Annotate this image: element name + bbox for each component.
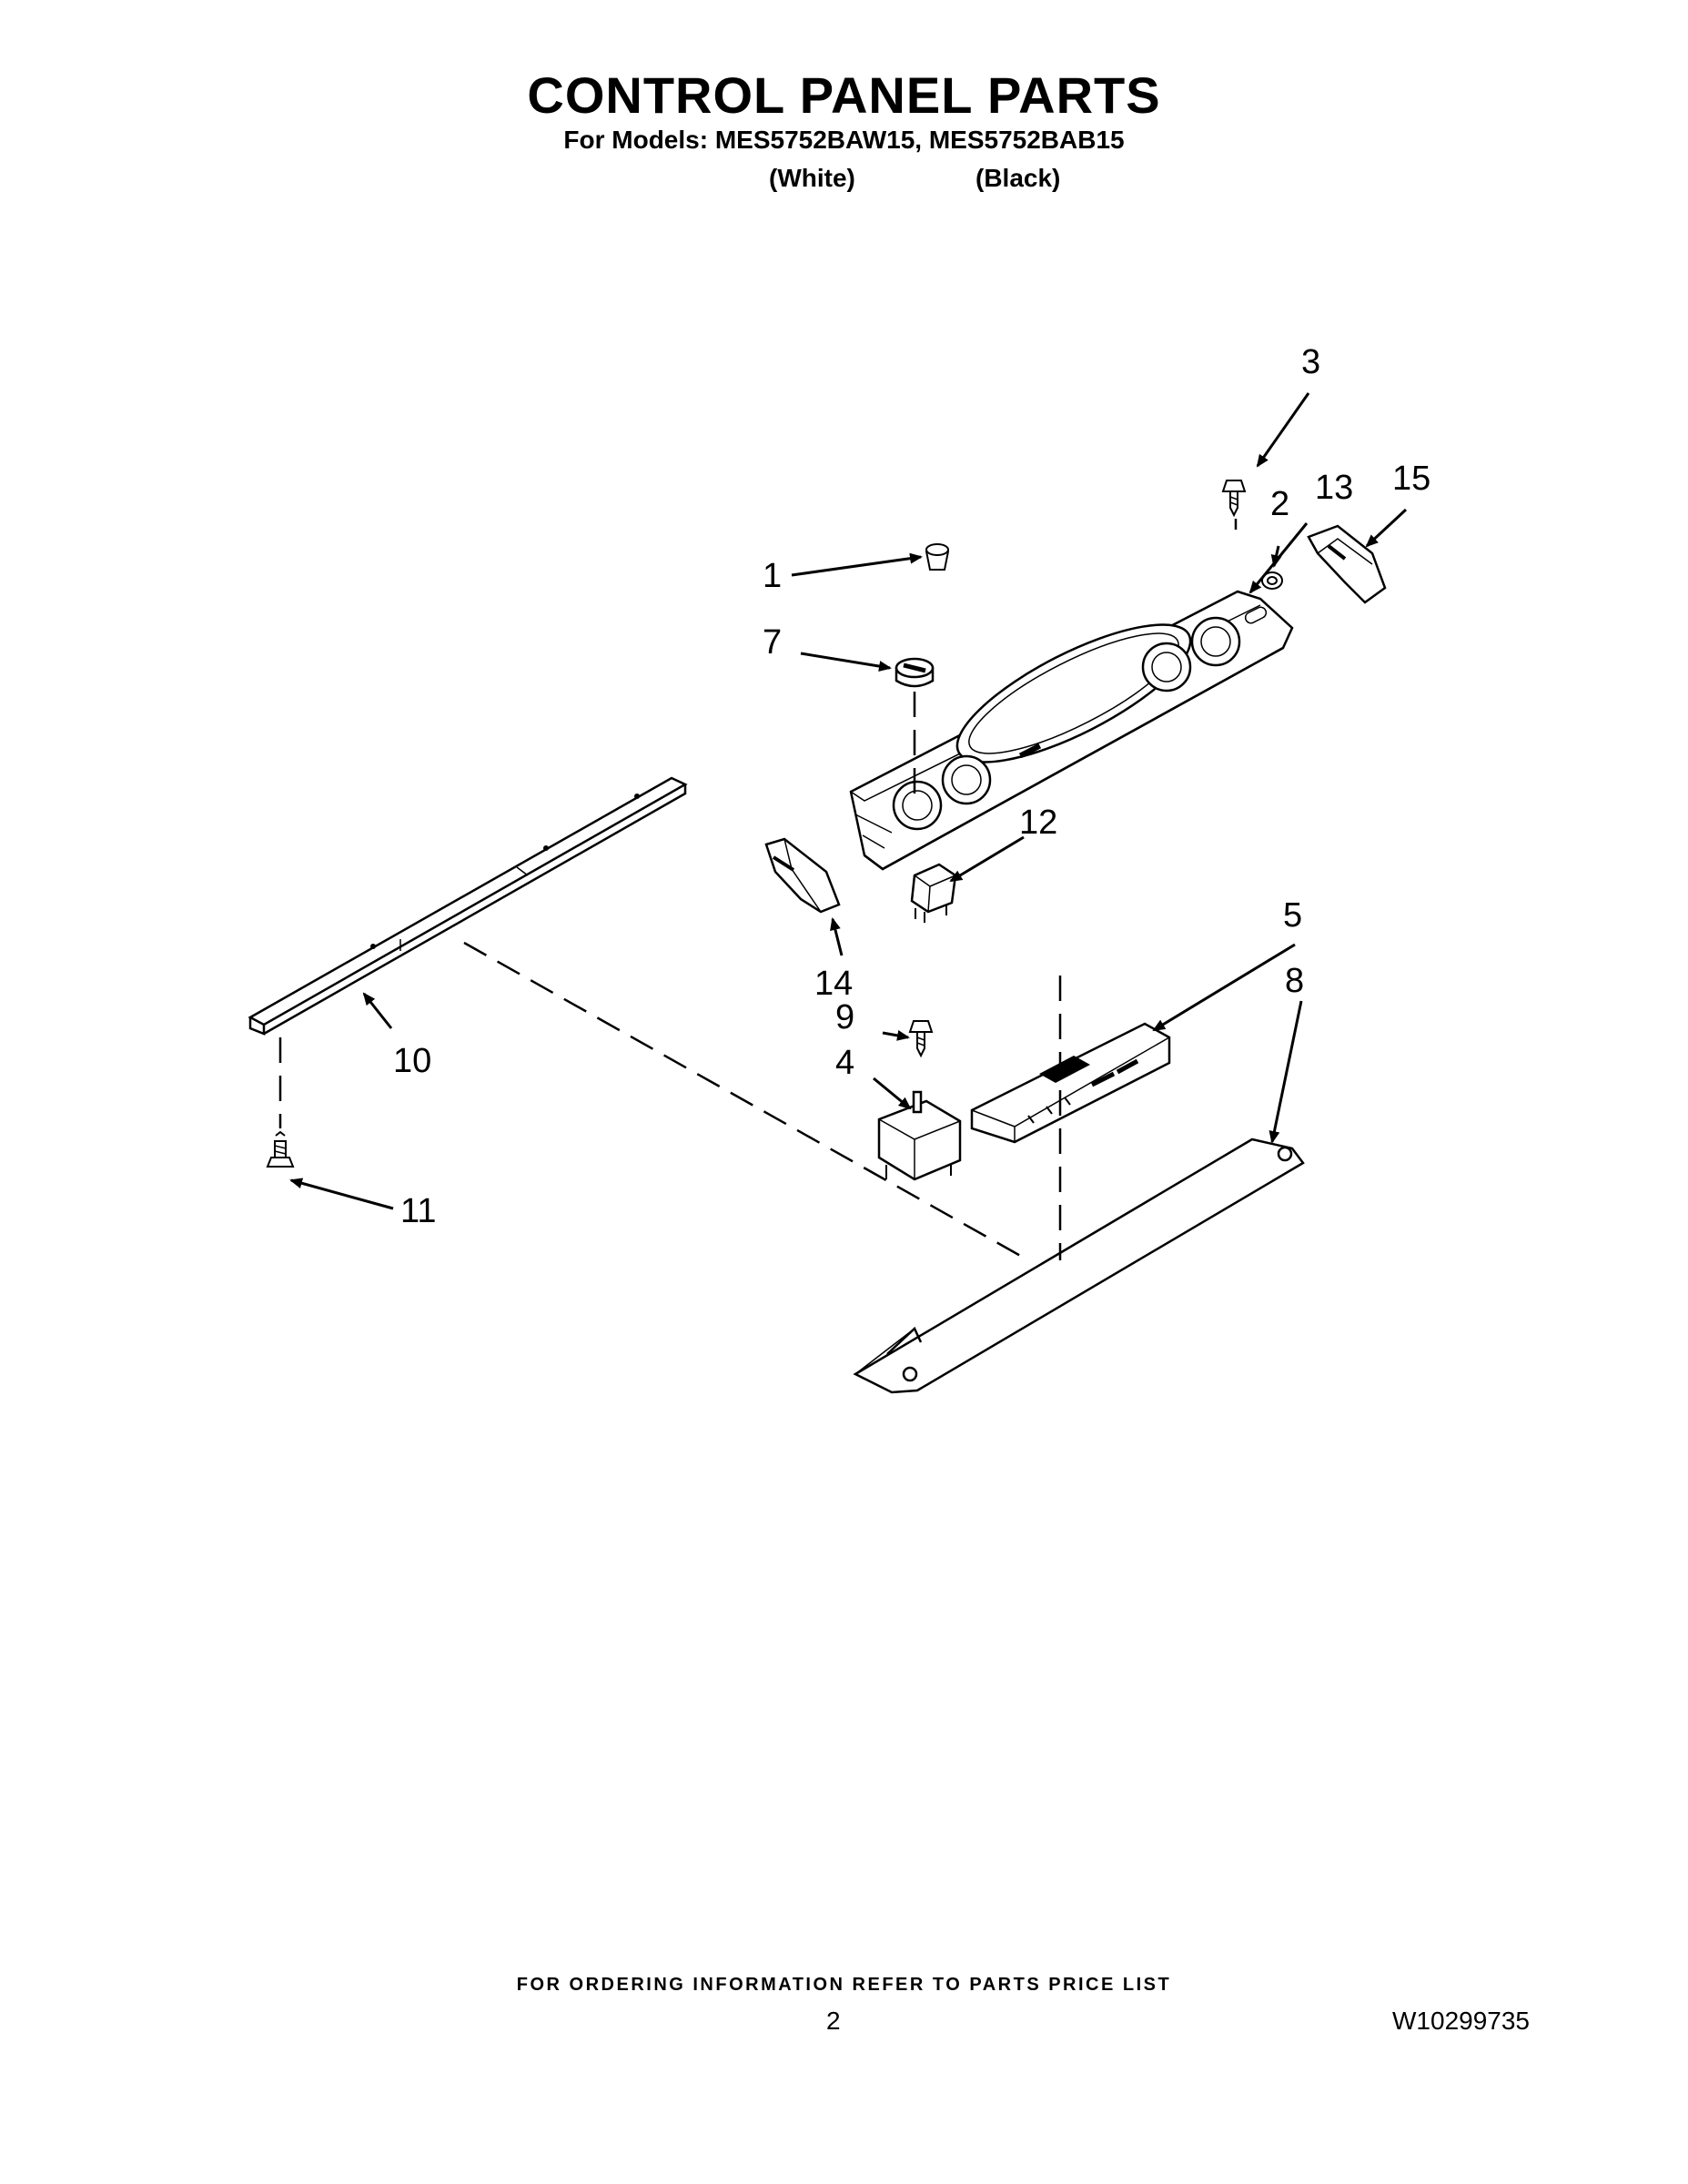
callout-4: 4	[835, 1044, 854, 1082]
assembly-dashed-lines	[278, 519, 1238, 1260]
callout-10: 10	[393, 1042, 431, 1080]
leader-arrows	[289, 392, 1408, 1210]
document-number: W10299735	[1392, 2007, 1531, 2035]
ordering-note: FOR ORDERING INFORMATION REFER TO PARTS …	[516, 1975, 1172, 1995]
callout-3: 3	[1301, 343, 1320, 381]
nut-part	[1261, 571, 1283, 590]
page-title: CONTROL PANEL PARTS	[527, 66, 1161, 124]
console-knob-opening-3	[1141, 642, 1192, 693]
trim-bar-part	[853, 1138, 1305, 1394]
switch-part	[910, 863, 957, 923]
right-end-cap	[1307, 524, 1387, 604]
callout-13: 13	[1315, 469, 1353, 507]
callout-5: 5	[1283, 896, 1302, 935]
left-end-cap	[764, 837, 841, 914]
screw-part-top	[1221, 480, 1247, 518]
callout-9: 9	[835, 998, 854, 1036]
plug-part	[925, 543, 950, 571]
callout-labels: 1 2 3 4 5 7 8 9 10 11 12 13 14 15	[393, 343, 1430, 1230]
console-knob-opening-2	[941, 754, 992, 805]
page-number: 2	[826, 2007, 841, 2035]
models-line: For Models: MES5752BAW15, MES5752BAB15	[563, 126, 1125, 154]
console-knob-opening-4	[1190, 616, 1241, 667]
color-label-black: (Black)	[975, 164, 1061, 192]
color-label-white: (White)	[769, 164, 855, 192]
callout-8: 8	[1285, 962, 1304, 1000]
infinite-switch-part	[877, 1090, 962, 1181]
screw-part-middle	[908, 1020, 934, 1058]
callout-7: 7	[763, 623, 782, 662]
mounting-bracket-part	[248, 776, 688, 1036]
callout-12: 12	[1019, 804, 1057, 842]
control-panel-console	[849, 590, 1294, 871]
callout-11: 11	[400, 1192, 436, 1230]
knob-part	[895, 657, 935, 688]
callout-14: 14	[814, 965, 853, 1003]
console-knob-opening-1	[892, 780, 943, 831]
control-board-part	[970, 1022, 1171, 1144]
callout-15: 15	[1392, 460, 1430, 498]
callout-1: 1	[763, 557, 782, 595]
screw-part-lower-left	[266, 1130, 295, 1168]
callout-2: 2	[1270, 485, 1289, 523]
